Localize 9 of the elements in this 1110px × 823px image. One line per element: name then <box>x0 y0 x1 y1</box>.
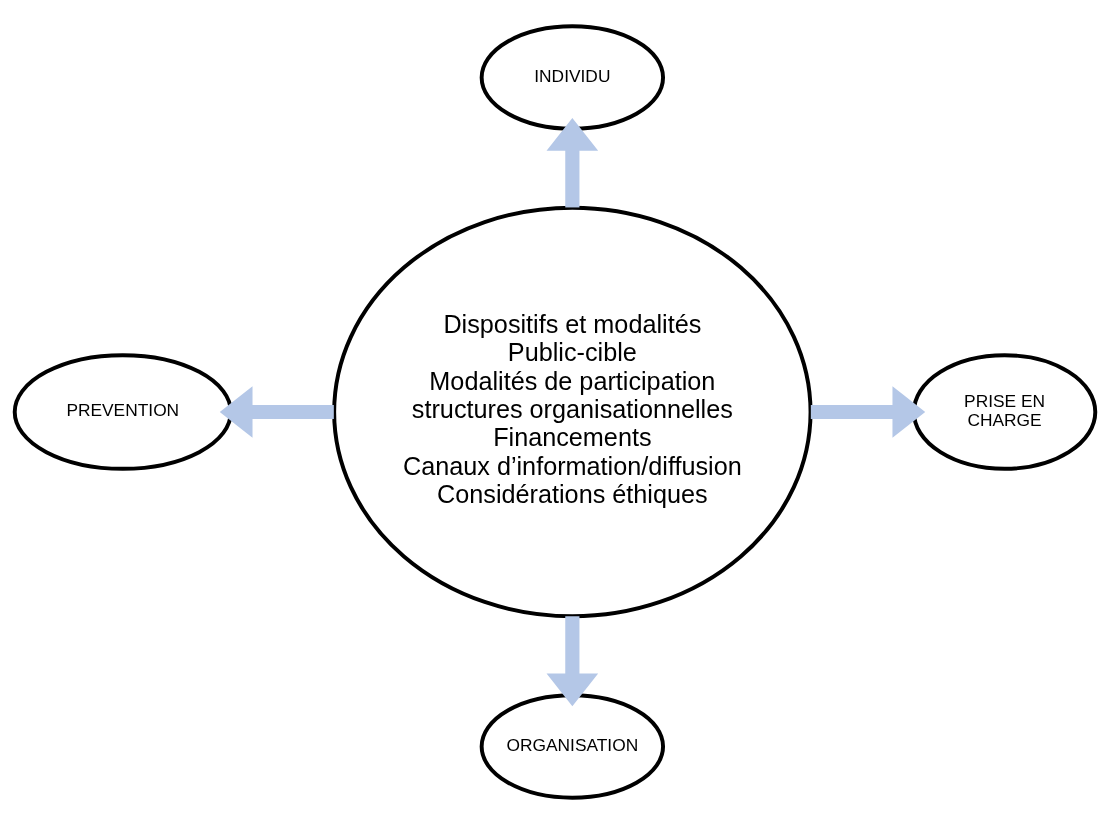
arrow <box>810 385 926 438</box>
node-ellipse: Dispositifs et modalités Public-cible Modalités de participation structures organisationnelles Financements Canaux d’information/diffusion Considérations éthiques <box>332 205 813 618</box>
node-ellipse: INDIVIDU <box>479 23 666 131</box>
node-ellipse: PRISE EN CHARGE <box>911 352 1098 471</box>
arrow <box>546 117 599 207</box>
node-ellipse: PREVENTION <box>12 352 233 471</box>
node-ellipse: ORGANISATION <box>479 692 666 800</box>
arrow <box>219 385 334 438</box>
arrow <box>546 615 599 706</box>
